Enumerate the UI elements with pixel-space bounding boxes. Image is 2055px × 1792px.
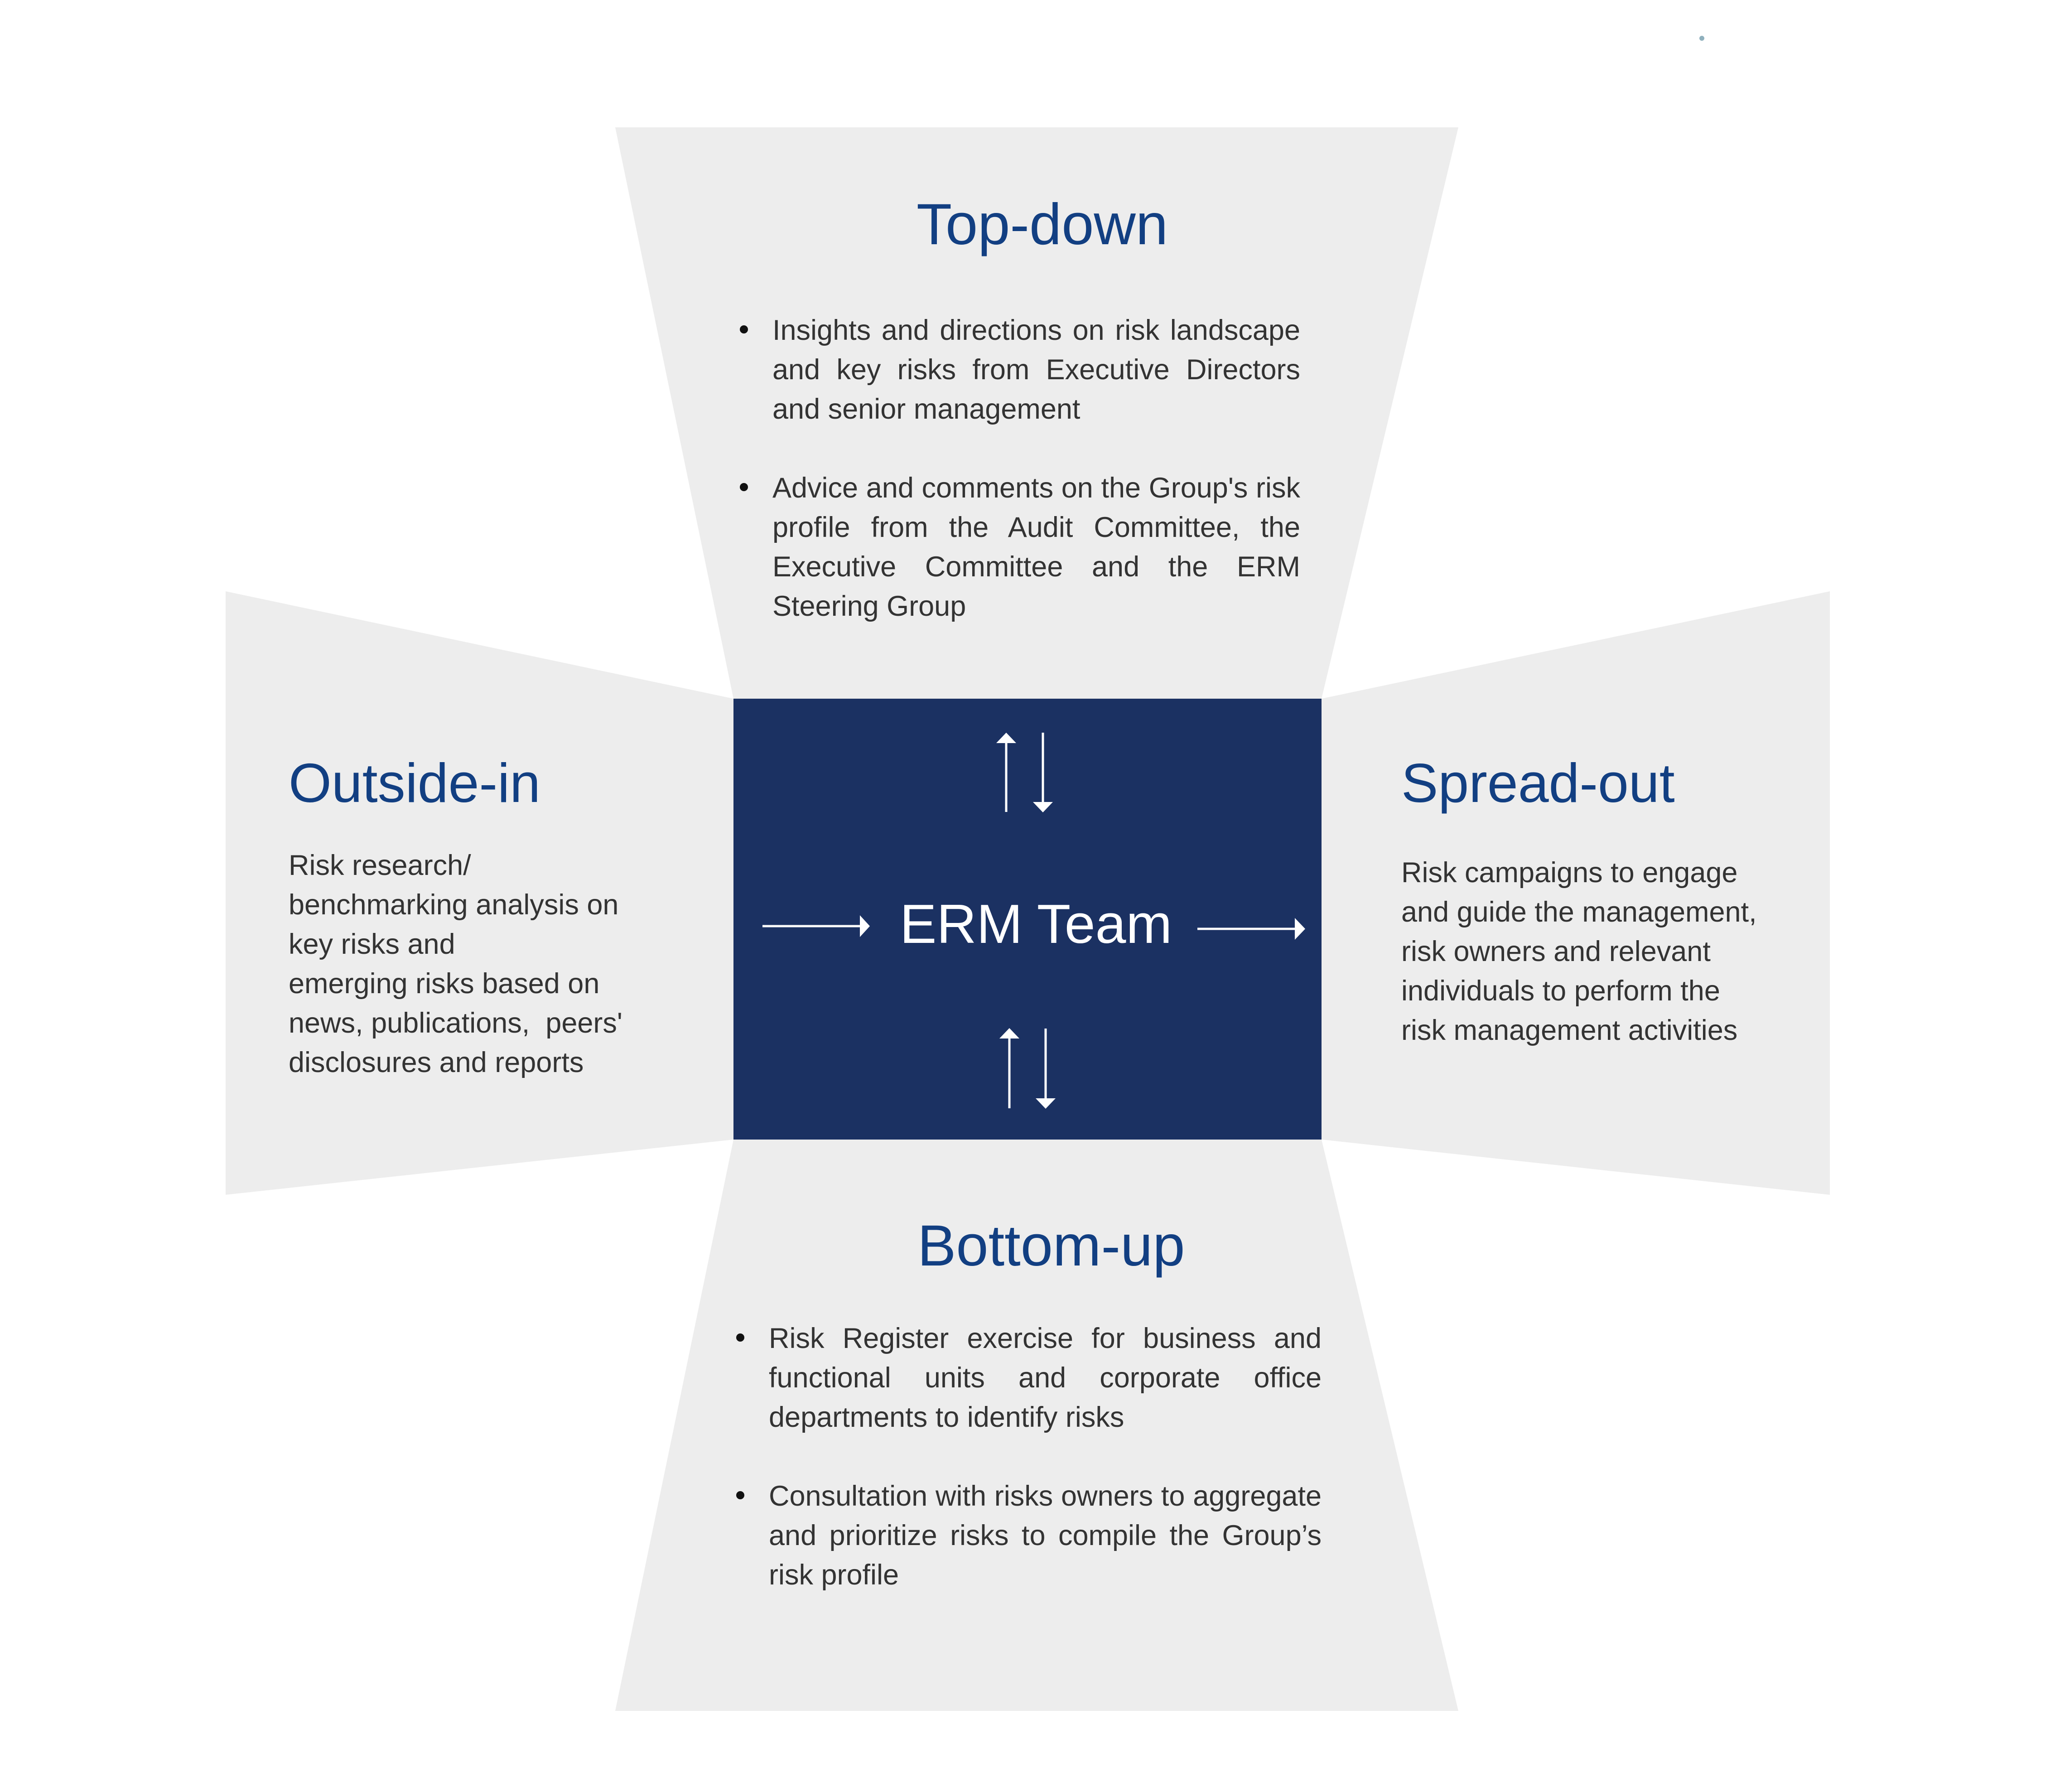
list-item: Consultation with risks owners to aggreg… bbox=[736, 1477, 1322, 1595]
decorative-dot bbox=[1699, 36, 1704, 41]
text-line: news, publications, peers' bbox=[289, 1007, 622, 1039]
bottom-panel-shape bbox=[615, 1140, 1458, 1711]
right-panel-title: Spread-out bbox=[1401, 752, 1675, 814]
text-line: risk management activities bbox=[1401, 1014, 1738, 1046]
arrow-down-icon bbox=[1033, 733, 1053, 812]
text-line: risk owners and relevant bbox=[1401, 936, 1711, 967]
arrow-right-icon bbox=[1197, 918, 1305, 940]
bullet-text: Consultation with risks owners to aggreg… bbox=[769, 1480, 1322, 1591]
bullet-icon bbox=[736, 1491, 744, 1499]
top-panel-shape bbox=[615, 127, 1458, 699]
bottom-panel-title: Bottom-up bbox=[917, 1213, 1185, 1278]
list-item: Advice and comments on the Group's risk … bbox=[740, 469, 1300, 626]
arrow-up-icon bbox=[996, 733, 1016, 812]
bullet-text: Insights and directions on risk landscap… bbox=[772, 314, 1300, 425]
text-line: individuals to perform the bbox=[1401, 975, 1720, 1007]
bullet-icon bbox=[740, 483, 748, 491]
right-panel-text: Risk campaigns to engage and guide the m… bbox=[1401, 853, 1809, 1050]
arrow-up-icon bbox=[999, 1028, 1019, 1108]
center-box bbox=[733, 699, 1322, 1140]
bullet-text: Advice and comments on the Group's risk … bbox=[772, 472, 1300, 622]
text-line: and guide the management, bbox=[1401, 896, 1757, 928]
bullet-text: Risk Register exercise for business and … bbox=[769, 1323, 1322, 1433]
left-panel-shape bbox=[226, 591, 733, 1195]
arrow-right-icon bbox=[762, 915, 870, 937]
bottom-panel-bullets: Risk Register exercise for business and … bbox=[736, 1319, 1322, 1595]
text-line: Risk research/ bbox=[289, 850, 471, 881]
top-panel-bullets: Insights and directions on risk landscap… bbox=[740, 311, 1300, 626]
list-item: Insights and directions on risk landscap… bbox=[740, 311, 1300, 429]
bullet-icon bbox=[740, 325, 748, 333]
bullet-icon bbox=[736, 1333, 744, 1342]
left-panel-title: Outside-in bbox=[289, 752, 541, 814]
left-panel-text: Risk research/ benchmarking analysis on … bbox=[289, 846, 696, 1082]
arrow-down-icon bbox=[1036, 1029, 1056, 1109]
center-label: ERM Team bbox=[900, 893, 1172, 955]
text-line: benchmarking analysis on bbox=[289, 889, 619, 921]
list-item: Risk Register exercise for business and … bbox=[736, 1319, 1322, 1437]
right-panel-shape bbox=[1322, 591, 1830, 1195]
text-line: Risk campaigns to engage bbox=[1401, 857, 1738, 889]
text-line: key risks and bbox=[289, 928, 455, 960]
text-line: disclosures and reports bbox=[289, 1047, 584, 1078]
top-panel-title: Top-down bbox=[917, 192, 1168, 257]
text-line: emerging risks based on bbox=[289, 968, 600, 1000]
